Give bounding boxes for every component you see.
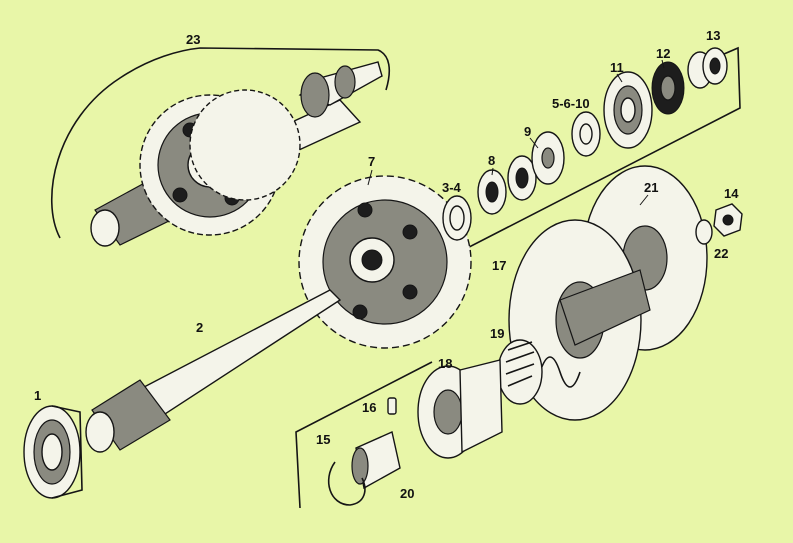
label-22: 22 (714, 246, 728, 261)
label-15: 15 (316, 432, 330, 447)
label-1: 1 (34, 388, 41, 403)
label-7: 7 (368, 154, 375, 169)
label-13: 13 (706, 28, 720, 43)
label-3-4: 3-4 (442, 180, 462, 195)
part-3-4-washer (442, 195, 472, 241)
part-16-pin (387, 397, 397, 415)
part-15-circlip (327, 461, 366, 506)
leader-lines (367, 59, 665, 206)
part-14-nut (713, 203, 743, 237)
part-2-main-shaft (85, 289, 342, 453)
label-2: 2 (196, 320, 203, 335)
label-21: 21 (644, 180, 658, 195)
label-5-6-10: 5-6-10 (552, 96, 590, 111)
label-18: 18 (438, 356, 452, 371)
part-1-bearing (23, 405, 83, 499)
group-bracket-lower (295, 361, 433, 509)
part-23-gear-shaft (90, 61, 383, 247)
assembly-23-brace (50, 47, 391, 239)
part-13-bushing (687, 47, 728, 89)
label-23: 23 (186, 32, 200, 47)
label-17: 17 (492, 258, 506, 273)
part-7-gear (298, 175, 472, 349)
part-11-bearing (603, 71, 653, 149)
part-12-bearing (651, 61, 685, 115)
label-12: 12 (656, 46, 670, 61)
part-8-bearing (477, 155, 537, 215)
label-14: 14 (724, 186, 739, 201)
label-20: 20 (400, 486, 414, 501)
label-8: 8 (488, 153, 495, 168)
label-9: 9 (524, 124, 531, 139)
group-bracket-upper (439, 46, 741, 263)
label-19: 19 (490, 326, 504, 341)
label-11: 11 (610, 60, 624, 75)
part-22-washer (695, 219, 713, 245)
part-9-disc (531, 131, 565, 185)
label-16: 16 (362, 400, 376, 415)
part-5-6-10-washer (571, 111, 601, 157)
part-20-sleeve (351, 431, 401, 490)
part-18-cam (417, 359, 503, 459)
